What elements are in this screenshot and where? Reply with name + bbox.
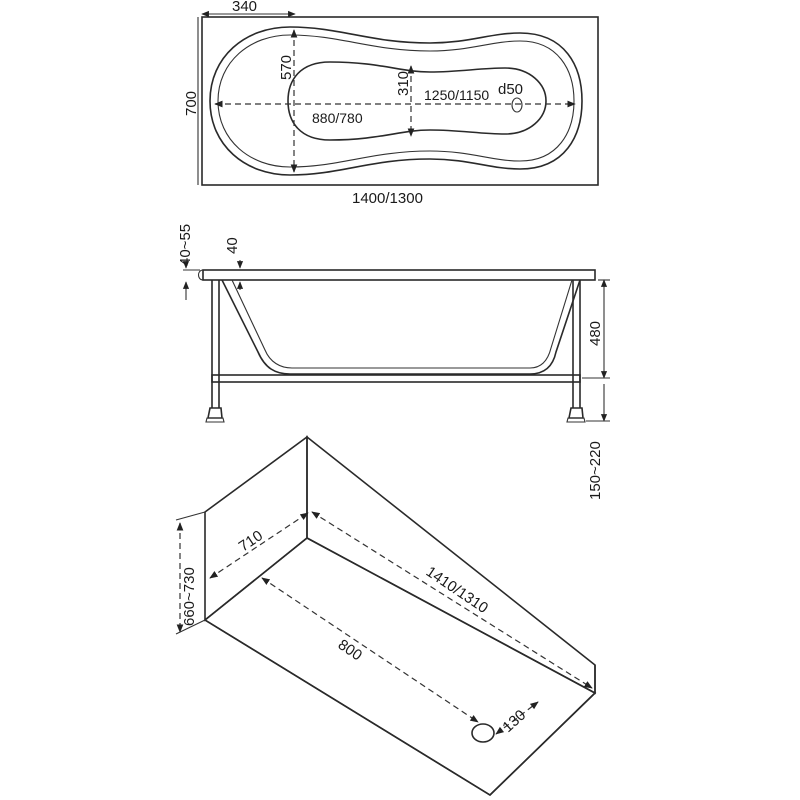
label-inner-height: 570 xyxy=(278,55,295,80)
label-drain-diameter: d50 xyxy=(498,81,523,98)
niche-view: 660~730 710 1410/1310 800 130 xyxy=(175,435,597,797)
side-view: 40~55 40 480 150~220 xyxy=(177,224,610,500)
label-drain-hole: 130 xyxy=(499,707,529,736)
frame-crossbar xyxy=(211,374,581,383)
label-rim-thickness: 40 xyxy=(224,237,241,254)
label-width-offset: 340 xyxy=(232,0,257,15)
tub-rim-outline xyxy=(217,34,575,168)
top-view-frame xyxy=(201,16,599,186)
drain-icon xyxy=(511,97,523,113)
label-length-total: 1400/1300 xyxy=(352,190,423,207)
label-drain-distance: 1250/1150 xyxy=(424,87,489,103)
label-rim-range: 40~55 xyxy=(177,224,194,266)
leg-right xyxy=(568,407,584,419)
top-view: 340 700 570 310 1250/1150 d50 880/780 14… xyxy=(183,0,599,207)
label-drain-offset: 800 xyxy=(335,636,365,664)
tub-outer-outline xyxy=(209,26,583,176)
label-height-total: 700 xyxy=(183,91,200,116)
label-depth: 480 xyxy=(587,321,604,346)
tub-body-side xyxy=(221,279,581,375)
niche-floor xyxy=(203,537,597,797)
tub-rim xyxy=(202,269,596,281)
leg-left xyxy=(207,407,223,419)
label-leg-height: 150~220 xyxy=(587,441,604,500)
niche-drain-icon xyxy=(471,723,495,743)
tub-inner-bowl xyxy=(287,61,547,141)
label-bowl-length: 880/780 xyxy=(312,110,363,126)
label-niche-length: 1410/1310 xyxy=(423,563,491,617)
label-niche-height: 660~730 xyxy=(181,567,198,626)
label-niche-width: 710 xyxy=(236,527,266,555)
label-bowl-height: 310 xyxy=(395,71,412,96)
